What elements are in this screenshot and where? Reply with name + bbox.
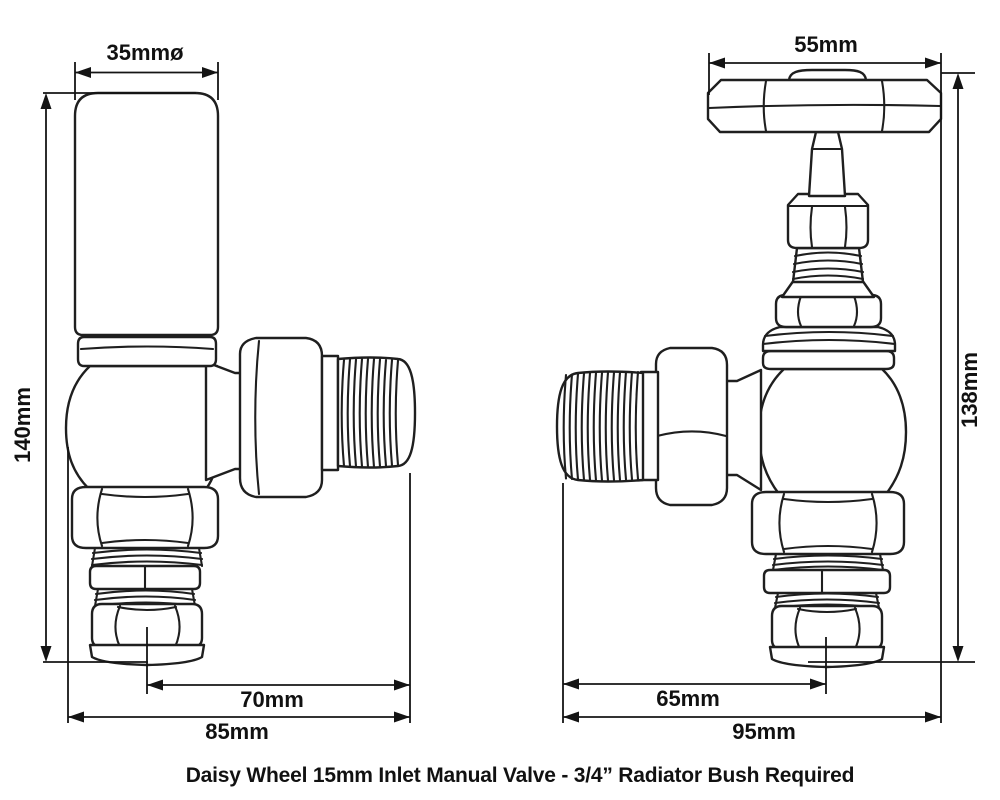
right-valve-mid-hex-nut bbox=[762, 568, 892, 595]
dim-label: 85mm bbox=[205, 719, 269, 744]
left-valve-union-nut bbox=[238, 336, 324, 499]
dim-label: 65mm bbox=[656, 686, 720, 711]
arrowhead-left bbox=[68, 711, 84, 723]
dim-right-tail-to-center: 65mm bbox=[563, 637, 827, 711]
left-valve-threaded-tail bbox=[336, 356, 417, 469]
dim-left-overall-width: 85mm bbox=[67, 447, 411, 744]
left-valve-large-hex-nut bbox=[70, 485, 220, 550]
right-valve-bonnet-hex bbox=[774, 293, 883, 329]
left-valve-head bbox=[73, 91, 220, 337]
dim-label: 70mm bbox=[240, 687, 304, 712]
arrowhead-right bbox=[202, 67, 218, 78]
right-valve-packing-nut bbox=[786, 192, 870, 250]
right-valve-gland-ribs bbox=[791, 246, 865, 284]
arrowhead-right bbox=[810, 678, 826, 690]
arrowhead-down bbox=[40, 646, 52, 662]
arrowhead-up bbox=[952, 73, 964, 89]
dim-left-head-width: 35mmø bbox=[74, 40, 219, 100]
left-valve-body bbox=[64, 364, 219, 491]
right-valve-union-nut bbox=[654, 346, 729, 507]
left-valve-compression-fittings bbox=[70, 485, 220, 667]
right-valve-threaded-tail bbox=[555, 370, 645, 483]
daisy-wheel-handle bbox=[706, 68, 943, 134]
arrowhead-right bbox=[925, 711, 941, 723]
arrowhead-down bbox=[952, 646, 964, 662]
right-valve-stem bbox=[807, 130, 847, 198]
right-valve-outlet-neck bbox=[724, 368, 763, 492]
arrowhead-left bbox=[147, 679, 163, 691]
arrowhead-left bbox=[563, 678, 579, 690]
right-valve-body bbox=[757, 367, 908, 496]
arrowhead-right bbox=[394, 679, 410, 691]
right-valve-compression-fittings bbox=[750, 490, 906, 669]
dim-label: 95mm bbox=[732, 719, 796, 744]
arrowhead-right bbox=[925, 57, 941, 69]
dim-label: 140mm bbox=[10, 387, 35, 463]
arrowhead-up bbox=[40, 93, 52, 109]
dim-right-height: 138mm bbox=[808, 72, 982, 663]
dim-label: 35mmø bbox=[106, 40, 184, 65]
left-valve-thread-base bbox=[320, 354, 340, 472]
right-valve bbox=[555, 68, 943, 669]
dim-label: 138mm bbox=[957, 352, 982, 428]
right-valve-flange-rings bbox=[761, 325, 897, 353]
arrowhead-right bbox=[394, 711, 410, 723]
drawing-caption: Daisy Wheel 15mm Inlet Manual Valve - 3/… bbox=[186, 764, 855, 787]
right-valve-large-hex-nut bbox=[750, 490, 906, 556]
dim-label: 55mm bbox=[794, 32, 858, 57]
arrowhead-left bbox=[709, 57, 725, 69]
arrowhead-left bbox=[563, 711, 579, 723]
dim-left-center-to-tail: 70mm bbox=[146, 627, 410, 712]
dim-right-handle-width: 55mm bbox=[708, 32, 941, 95]
left-valve bbox=[64, 91, 417, 667]
left-valve-collar bbox=[76, 335, 218, 368]
right-valve-collar bbox=[761, 349, 896, 371]
arrowhead-left bbox=[75, 67, 91, 78]
dim-right-overall-width: 95mm bbox=[562, 53, 942, 744]
dim-left-height: 140mm bbox=[10, 92, 196, 663]
